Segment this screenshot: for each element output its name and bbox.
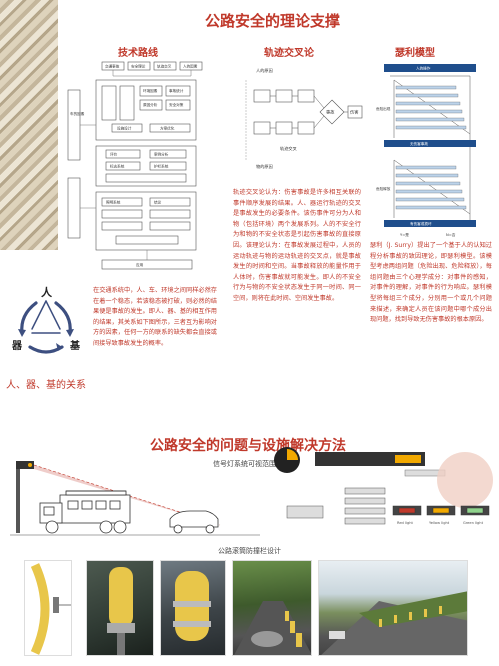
human-machine-base-diagram: 人 器 基	[11, 285, 81, 354]
machine-label: 器	[11, 340, 23, 352]
object-origin-label: 物的原因	[256, 163, 273, 170]
human-origin-label: 人的原因	[256, 67, 273, 74]
flow-node: 车的因素	[70, 111, 85, 116]
tech-route-paragraph: 在交通系统中，人、车、环境之间同样必然存在着一个稳态，若该稳态被打破，则必然的结…	[93, 287, 217, 347]
danger-release-label: 危险释放	[376, 186, 391, 191]
cycle-arrow-left	[20, 301, 38, 335]
trajectory-diagram: 人的原因 物的原因 事故 伤害 轨迹交叉	[245, 67, 363, 170]
tech-route-title: 技术路线	[118, 48, 158, 59]
car-icon	[169, 510, 219, 534]
flow-node: 护栏系统	[154, 164, 169, 169]
section2-title: 公路安全的问题与设施解决方法	[150, 438, 346, 454]
trajectory-paragraph: 轨迹交叉论认为：伤害事故是许多相互关联的事件顺序发展的结果。人、器运行轨迹的交叉…	[233, 189, 361, 302]
flow-node: 安全理论	[131, 64, 146, 69]
injury-node: 伤害	[350, 109, 358, 116]
flow-node: 原因分析	[143, 102, 158, 107]
flow-node: 交通事故	[105, 64, 120, 69]
legend-red: Red light	[397, 521, 414, 525]
danger-appear-label: 危险出现	[376, 106, 391, 111]
surry-model-title: 瑟利模型	[395, 48, 435, 59]
flow-node: 环境因素	[143, 88, 158, 93]
flow-node: 结论	[154, 200, 162, 205]
flow-node: 应用	[136, 262, 144, 267]
flow-node: 轨迹交叉	[157, 64, 172, 69]
light-module-icons	[392, 505, 490, 516]
signal-pole	[16, 463, 20, 533]
flow-node: 标志系统	[110, 164, 125, 169]
flow-node: 安全对策	[169, 102, 184, 107]
road-scene-illustration	[10, 461, 260, 536]
guardrail-road-photo	[232, 560, 312, 656]
accident-node: 事故	[326, 109, 335, 116]
tech-route-flowchart: 交通事故 安全理论 轨迹交叉 人的因素 车的因素 环境因素 事故统计 原因分析 …	[67, 61, 203, 270]
flow-node: 事故统计	[169, 88, 184, 93]
legend-green: Green light	[463, 521, 484, 525]
guardrail-caption: 公路滚筒防撞栏设计	[218, 547, 281, 555]
no-label: N=否	[446, 233, 456, 237]
signal-system-caption: 信号灯系统可视范围性优化	[213, 460, 297, 468]
signal-detail-illustration: Red light Yellow light Green light	[274, 447, 493, 525]
flow-node: 评价	[110, 152, 118, 157]
triad-caption: 人、器、基的关系	[6, 380, 86, 391]
trajectory-title: 轨迹交叉论	[264, 48, 314, 59]
legend-yellow: Yellow light	[429, 521, 450, 525]
process-label: 轨迹交叉	[280, 145, 298, 152]
signal-head-icon	[16, 461, 34, 469]
exploded-component-icon	[286, 487, 386, 525]
flow-node: 设施设计	[117, 126, 132, 131]
fire-truck-icon	[39, 490, 131, 534]
guardrail-site-render	[318, 560, 468, 656]
cycle-arrow-right	[54, 301, 72, 335]
decorative-image-strip	[0, 0, 58, 250]
highlight-circle	[437, 452, 493, 508]
surry-model-paragraph: 瑟利（J. Surry）提出了一个基于人的认知过程分析事故的致因理论，即瑟利模型…	[370, 242, 492, 324]
flow-node: 照明系统	[106, 200, 121, 205]
guardrail-drawing	[24, 560, 72, 656]
guardrail-render-1	[86, 560, 154, 656]
human-label: 人	[41, 285, 53, 299]
surry-bar2-label: 有伤害或损坏	[410, 221, 432, 226]
flow-node: 方案优化	[160, 126, 175, 131]
guardrail-render-2	[160, 560, 226, 656]
surry-bar1-label: 无伤害事故	[410, 141, 428, 146]
base-label: 基	[69, 339, 81, 352]
flow-node: 人的因素	[183, 64, 198, 69]
surry-model-diagram: 人的操作 危险出现 危险释放 无伤害事故 有伤害或损坏 Y=是 N=否	[376, 64, 476, 237]
surry-top-bar-label: 人的操作	[416, 66, 431, 71]
page-title: 公路安全的理论支撑	[205, 12, 341, 30]
flow-node: 案例分析	[154, 152, 169, 157]
yes-label: Y=是	[400, 232, 409, 237]
